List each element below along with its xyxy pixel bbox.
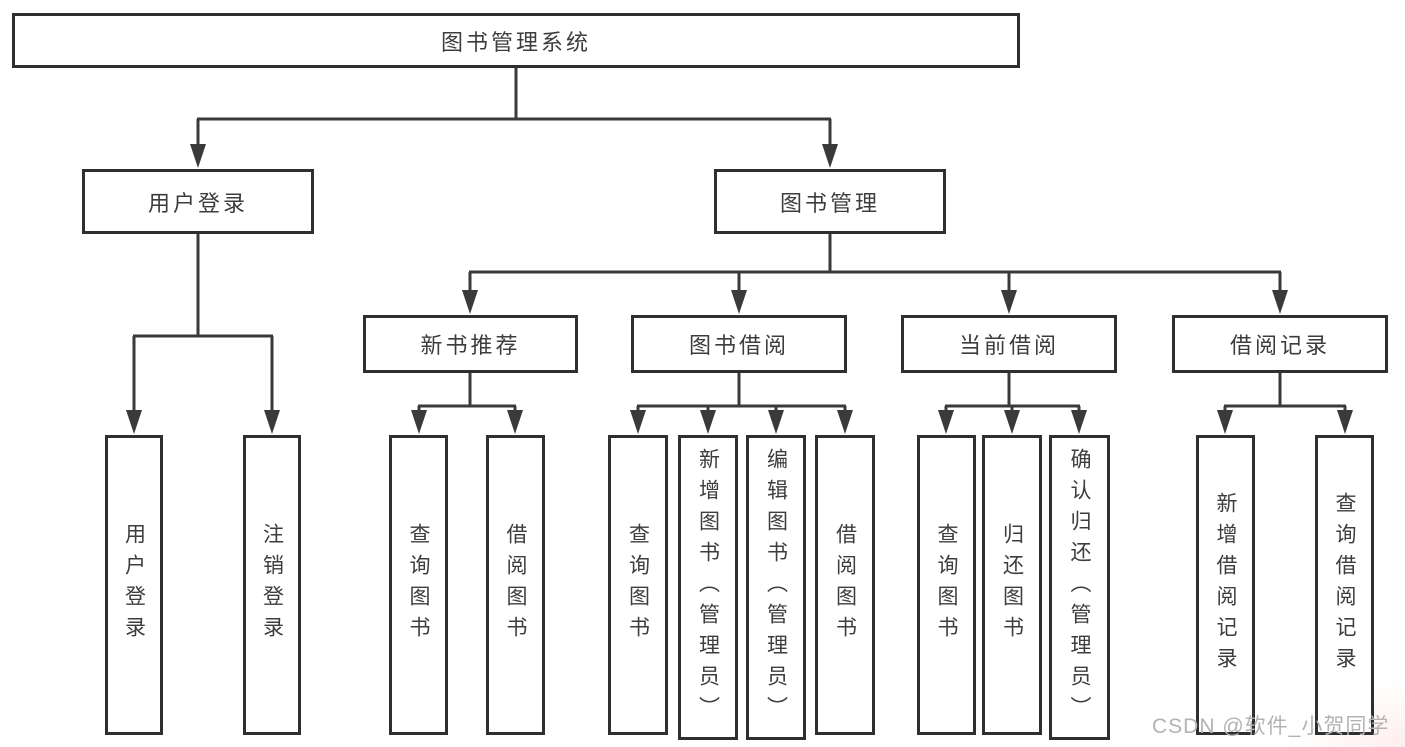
leaf-nbr-query-books: 查询图书	[389, 435, 448, 735]
leaf-label: 查询图书	[407, 523, 430, 647]
leaf-label: 编辑图书（管理员）	[764, 448, 788, 727]
node-label: 图书管理	[779, 190, 880, 216]
node-user-login-group: 用户登录	[82, 169, 314, 234]
node-label: 当前借阅	[958, 333, 1059, 358]
node-label: 图书借阅	[688, 333, 789, 358]
leaf-user-login: 用户登录	[105, 435, 163, 735]
node-library-management-system: 图书管理系统	[12, 13, 1020, 68]
node-book-borrowing: 图书借阅	[631, 315, 847, 373]
arrowheads	[126, 144, 1353, 434]
leaf-logout: 注销登录	[243, 435, 301, 735]
watermark: CSDN @软件_小贺同学	[1152, 715, 1390, 738]
node-label: 借阅记录	[1229, 333, 1330, 358]
leaf-label: 确认归还（管理员）	[1068, 448, 1091, 727]
leaf-cb-query-books: 查询图书	[917, 435, 976, 735]
leaf-br-query-record: 查询借阅记录	[1315, 435, 1374, 735]
leaf-label: 借阅图书	[504, 523, 527, 647]
leaf-cb-confirm-return-admin: 确认归还（管理员）	[1049, 435, 1110, 740]
node-borrowing-records: 借阅记录	[1172, 315, 1388, 373]
node-label: 图书管理系统	[440, 29, 591, 55]
leaf-bb-add-books-admin: 新增图书（管理员）	[678, 435, 738, 740]
node-label: 用户登录	[147, 190, 248, 216]
node-new-book-recommend: 新书推荐	[363, 315, 578, 373]
leaf-label: 查询图书	[626, 523, 650, 647]
leaf-cb-return-books: 归还图书	[982, 435, 1042, 735]
leaf-bb-query-books: 查询图书	[608, 435, 668, 735]
leaf-label: 新增借阅记录	[1214, 492, 1237, 678]
leaf-bb-borrow-books: 借阅图书	[815, 435, 875, 735]
leaf-label: 注销登录	[260, 523, 284, 647]
node-current-borrowing: 当前借阅	[901, 315, 1117, 373]
node-label: 新书推荐	[420, 333, 521, 358]
leaf-nbr-borrow-books: 借阅图书	[486, 435, 545, 735]
leaf-label: 查询借阅记录	[1333, 492, 1356, 678]
leaf-label: 查询图书	[935, 523, 958, 647]
leaf-br-add-record: 新增借阅记录	[1196, 435, 1255, 735]
node-book-management: 图书管理	[714, 169, 946, 234]
leaf-bb-edit-books-admin: 编辑图书（管理员）	[746, 435, 806, 740]
leaf-label: 归还图书	[1000, 523, 1024, 647]
leaf-label: 用户登录	[122, 523, 146, 647]
leaf-label: 借阅图书	[833, 523, 857, 647]
leaf-label: 新增图书（管理员）	[696, 448, 720, 727]
